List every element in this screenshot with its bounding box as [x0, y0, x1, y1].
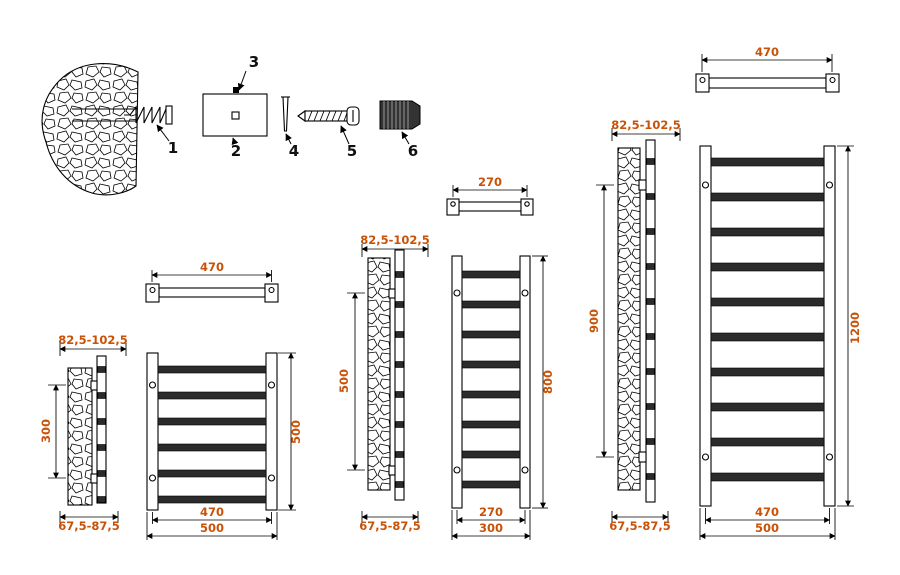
- large-front-view: 1200 470 500: [699, 145, 862, 540]
- svg-text:470: 470: [755, 45, 779, 59]
- dim-medium-bottom-offset: 67,5-87,5: [359, 511, 421, 533]
- medium-top-view: 270: [446, 175, 534, 216]
- small-side-view: 82,5-102,5 300 67,5-87,5: [39, 333, 128, 533]
- dim-medium-bracket-spacing: 500: [337, 292, 365, 471]
- dim-large-bottom-offset: 67,5-87,5: [609, 511, 671, 533]
- model-small: 470 82,5-102,5 30: [39, 260, 303, 540]
- dim-large-width-inner: 470: [704, 505, 831, 524]
- part-label-1: 1: [168, 139, 178, 157]
- dim-small-bracket-spacing: 300: [39, 384, 66, 479]
- dim-medium-wall-offset: 82,5-102,5: [360, 233, 430, 257]
- dim-small-width-outer: 500: [146, 512, 278, 540]
- part-label-6: 6: [408, 142, 418, 160]
- dim-large-width-outer: 500: [699, 508, 836, 540]
- large-top-view: 470: [695, 45, 840, 93]
- dim-large-top-span: 470: [701, 45, 833, 72]
- part-label-4: 4: [289, 142, 299, 160]
- svg-text:67,5-87,5: 67,5-87,5: [359, 519, 421, 533]
- dim-large-wall-offset: 82,5-102,5: [611, 118, 681, 141]
- dim-small-top-span: 470: [151, 260, 273, 282]
- svg-text:800: 800: [541, 370, 555, 394]
- svg-text:82,5-102,5: 82,5-102,5: [360, 233, 430, 247]
- dim-medium-width-outer: 300: [451, 510, 531, 540]
- dim-small-wall-offset: 82,5-102,5: [58, 333, 128, 356]
- svg-text:470: 470: [755, 505, 779, 519]
- svg-text:500: 500: [289, 420, 303, 444]
- long-screw: [297, 106, 360, 126]
- anchor-screw: [124, 105, 173, 125]
- part-label-3: 3: [249, 53, 259, 71]
- model-large: 470 82,5-102,5: [587, 45, 862, 540]
- dim-medium-width-inner: 270: [456, 505, 526, 524]
- small-top-view: 470: [145, 260, 279, 303]
- part-label-2: 2: [231, 142, 241, 160]
- medium-front-view: 800 270 300: [451, 255, 555, 540]
- part-label-5: 5: [347, 142, 357, 160]
- dim-small-bottom-offset: 67,5-87,5: [58, 511, 120, 533]
- svg-text:270: 270: [478, 175, 502, 189]
- svg-text:67,5-87,5: 67,5-87,5: [609, 519, 671, 533]
- svg-text:300: 300: [39, 419, 53, 443]
- dim-large-bracket-spacing: 900: [587, 184, 614, 458]
- large-side-view: 82,5-102,5 900 67,5-87,5: [587, 118, 681, 533]
- hardware-detail: 1 2 3 4 5 6: [41, 53, 421, 196]
- dim-small-width-inner: 470: [151, 505, 273, 524]
- svg-text:82,5-102,5: 82,5-102,5: [611, 118, 681, 132]
- svg-text:500: 500: [337, 369, 351, 393]
- dim-small-height: 500: [278, 352, 303, 511]
- mounting-plate: [202, 93, 268, 137]
- small-screw: [233, 87, 239, 93]
- svg-text:470: 470: [200, 505, 224, 519]
- dim-medium-top-span: 270: [452, 175, 528, 197]
- model-medium: 270 82,5-102,5: [337, 175, 555, 540]
- svg-text:500: 500: [200, 521, 224, 535]
- svg-text:270: 270: [479, 505, 503, 519]
- wall-section: [41, 63, 139, 196]
- pin: [281, 96, 290, 132]
- small-front-view: 500 470 500: [146, 352, 303, 540]
- svg-text:470: 470: [200, 260, 224, 274]
- svg-text:67,5-87,5: 67,5-87,5: [58, 519, 120, 533]
- ribbed-dowel: [379, 100, 421, 130]
- dim-medium-height: 800: [532, 255, 555, 509]
- svg-text:500: 500: [755, 521, 779, 535]
- svg-text:300: 300: [479, 521, 503, 535]
- svg-text:1200: 1200: [848, 312, 862, 344]
- dim-large-height: 1200: [837, 145, 862, 507]
- svg-text:900: 900: [587, 309, 601, 333]
- part-leaders: [156, 70, 410, 146]
- svg-text:82,5-102,5: 82,5-102,5: [58, 333, 128, 347]
- medium-side-view: 82,5-102,5 500 67,5-87,5: [337, 233, 430, 533]
